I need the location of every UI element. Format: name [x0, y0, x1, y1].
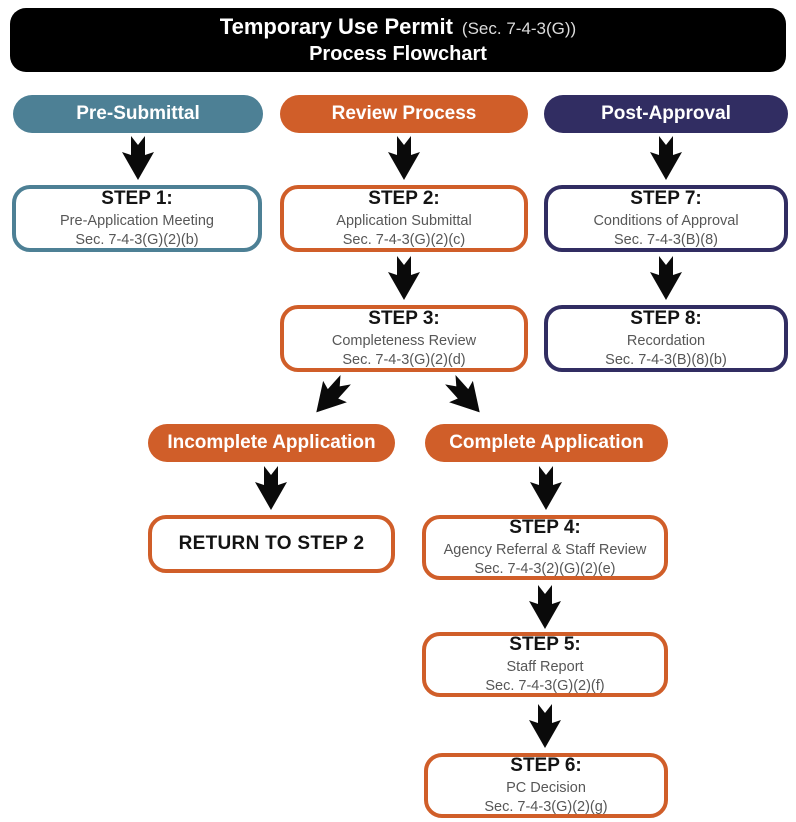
step-2-title: STEP 2: [368, 188, 440, 210]
down-arrow-icon [529, 585, 561, 629]
branch-pill-incomplete-application: Incomplete Application [148, 424, 395, 462]
step-6-title: STEP 6: [510, 755, 582, 777]
lane-pill-label: Post-Approval [601, 103, 731, 124]
step-2-box: STEP 2: Application Submittal Sec. 7-4-3… [280, 185, 528, 252]
step-7-description: Conditions of Approval [593, 213, 739, 229]
down-arrow-icon [530, 466, 562, 510]
return-to-step-2-label: RETURN TO STEP 2 [178, 532, 365, 554]
step-5-box: STEP 5: Staff Report Sec. 7-4-3(G)(2)(f) [422, 632, 668, 697]
branch-pill-label: Complete Application [449, 432, 644, 453]
page-subtitle: Process Flowchart [309, 43, 487, 66]
step-7-box: STEP 7: Conditions of Approval Sec. 7-4-… [544, 185, 788, 252]
lane-pill-review-process: Review Process [280, 95, 528, 133]
step-8-description: Recordation [626, 333, 706, 349]
step-2-description: Application Submittal [336, 213, 472, 229]
step-6-box: STEP 6: PC Decision Sec. 7-4-3(G)(2)(g) [424, 753, 668, 818]
down-arrow-icon [650, 256, 682, 300]
step-5-section: Sec. 7-4-3(G)(2)(f) [485, 677, 605, 694]
step-8-box: STEP 8: Recordation Sec. 7-4-3(B)(8)(b) [544, 305, 788, 372]
page-title: Temporary Use Permit (Sec. 7-4-3(G)) [220, 13, 576, 42]
return-to-step-2-box: RETURN TO STEP 2 [148, 515, 395, 573]
step-8-section: Sec. 7-4-3(B)(8)(b) [605, 351, 727, 368]
step-3-description: Completeness Review [331, 333, 477, 349]
step-7-title: STEP 7: [630, 188, 702, 210]
step-4-section: Sec. 7-4-3(2)(G)(2)(e) [474, 560, 616, 577]
step-4-title: STEP 4: [509, 517, 581, 539]
step-3-title: STEP 3: [368, 308, 440, 330]
step-5-title: STEP 5: [509, 634, 581, 656]
step-3-section: Sec. 7-4-3(G)(2)(d) [342, 351, 466, 368]
step-6-description: PC Decision [506, 780, 586, 796]
section-reference: (Sec. 7-4-3(G)) [461, 18, 577, 38]
branch-pill-label: Incomplete Application [167, 432, 376, 453]
lane-pill-label: Pre-Submittal [76, 103, 200, 124]
step-1-section: Sec. 7-4-3(G)(2)(b) [75, 231, 199, 248]
diagonal-down-left-arrow-icon [304, 369, 357, 423]
lane-pill-post-approval: Post-Approval [544, 95, 788, 133]
down-arrow-icon [529, 704, 561, 748]
step-1-box: STEP 1: Pre-Application Meeting Sec. 7-4… [12, 185, 262, 252]
step-4-box: STEP 4: Agency Referral & Staff Review S… [422, 515, 668, 580]
step-4-description: Agency Referral & Staff Review [443, 542, 647, 558]
down-arrow-icon [122, 136, 154, 180]
step-7-section: Sec. 7-4-3(B)(8) [614, 231, 718, 248]
step-1-title: STEP 1: [101, 188, 173, 210]
lane-pill-label: Review Process [331, 103, 477, 124]
branch-pill-complete-application: Complete Application [425, 424, 668, 462]
step-1-description: Pre-Application Meeting [60, 213, 214, 229]
step-8-title: STEP 8: [630, 308, 702, 330]
step-6-section: Sec. 7-4-3(G)(2)(g) [484, 798, 608, 815]
step-5-description: Staff Report [506, 659, 584, 675]
down-arrow-icon [650, 136, 682, 180]
step-3-box: STEP 3: Completeness Review Sec. 7-4-3(G… [280, 305, 528, 372]
step-2-section: Sec. 7-4-3(G)(2)(c) [342, 231, 466, 248]
down-arrow-icon [388, 256, 420, 300]
page-title-text: Temporary Use Permit [219, 13, 453, 39]
diagonal-down-right-arrow-icon [438, 369, 491, 423]
title-banner: Temporary Use Permit (Sec. 7-4-3(G)) Proc… [10, 8, 786, 72]
down-arrow-icon [388, 136, 420, 180]
lane-pill-pre-submittal: Pre-Submittal [13, 95, 263, 133]
down-arrow-icon [255, 466, 287, 510]
